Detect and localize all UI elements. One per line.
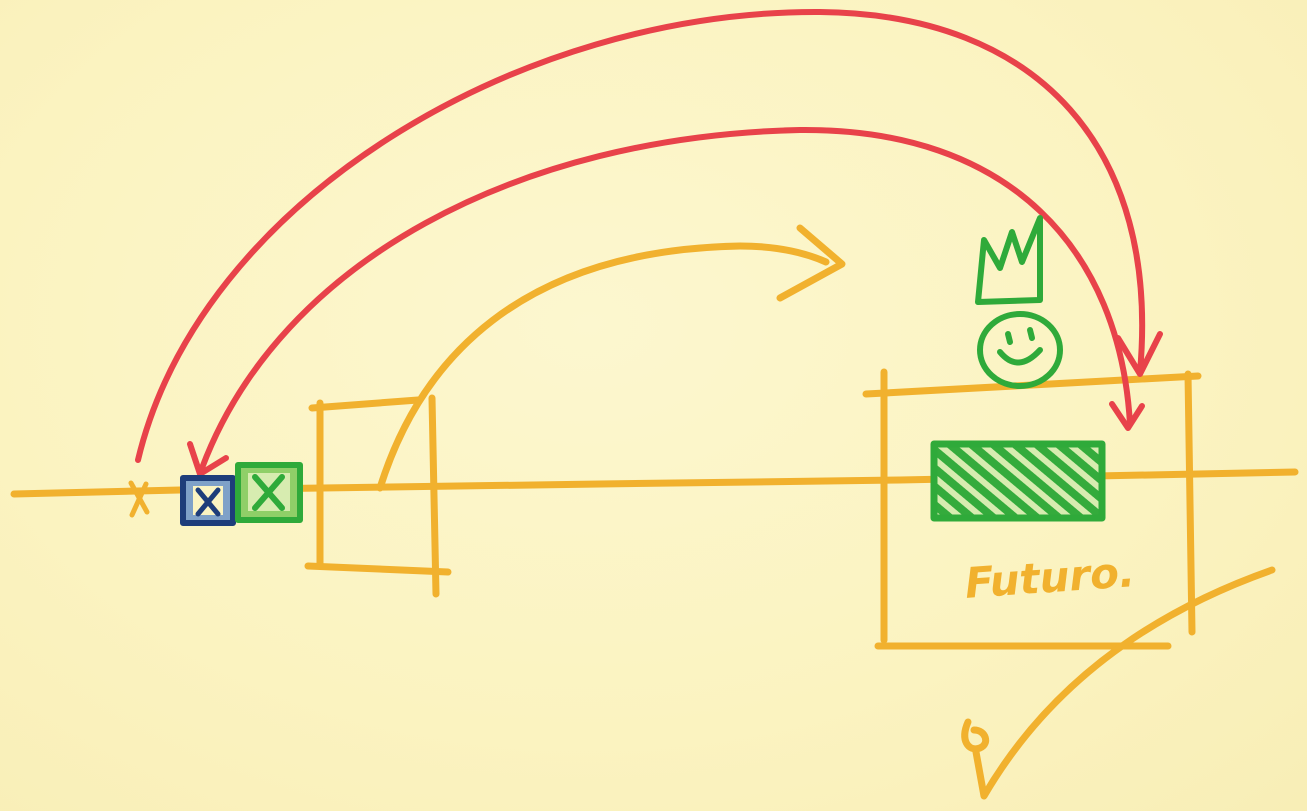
red-arc-outer: [138, 12, 1160, 460]
hatched-green-bar: [934, 444, 1102, 518]
future-label: Futuro.: [963, 547, 1136, 608]
crowned-smiley-icon: [978, 218, 1060, 386]
forward-arrow: [380, 228, 842, 488]
navy-boxed-x-icon: [183, 478, 233, 523]
green-boxed-x-icon: [238, 465, 300, 520]
small-box: [308, 398, 448, 594]
